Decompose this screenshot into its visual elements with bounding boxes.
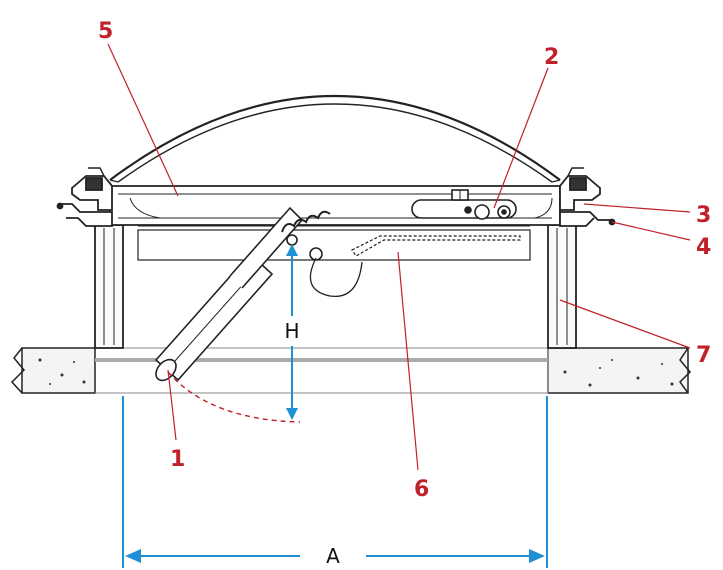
leader-7 xyxy=(559,299,691,349)
cable-loop xyxy=(309,257,363,297)
leader-5 xyxy=(107,43,179,197)
callout-7: 7 xyxy=(696,343,711,368)
concrete-slab xyxy=(10,347,692,394)
callout-5: 5 xyxy=(98,19,113,44)
width-dimension xyxy=(122,396,548,568)
operating-rod xyxy=(351,235,521,257)
callout-2: 2 xyxy=(544,45,559,70)
callout-6: 6 xyxy=(414,477,429,502)
height-dimension-label: H xyxy=(284,319,299,343)
leader-lines xyxy=(107,43,691,471)
leader-4 xyxy=(611,221,691,241)
leader-1 xyxy=(167,369,177,441)
width-dimension-label: A xyxy=(326,544,340,568)
leader-6 xyxy=(397,251,419,471)
acrylic-dome xyxy=(109,95,561,183)
hinge-spring xyxy=(281,210,331,233)
leader-3 xyxy=(583,203,691,213)
callout-4: 4 xyxy=(696,235,711,260)
motor-unit xyxy=(411,189,517,220)
callout-3: 3 xyxy=(696,203,711,228)
skylight-frame xyxy=(56,167,616,261)
swing-arc xyxy=(167,371,301,423)
leader-2 xyxy=(493,67,549,209)
callout-1: 1 xyxy=(170,447,185,472)
height-dimension xyxy=(286,244,298,420)
opening-mechanism xyxy=(154,189,521,382)
